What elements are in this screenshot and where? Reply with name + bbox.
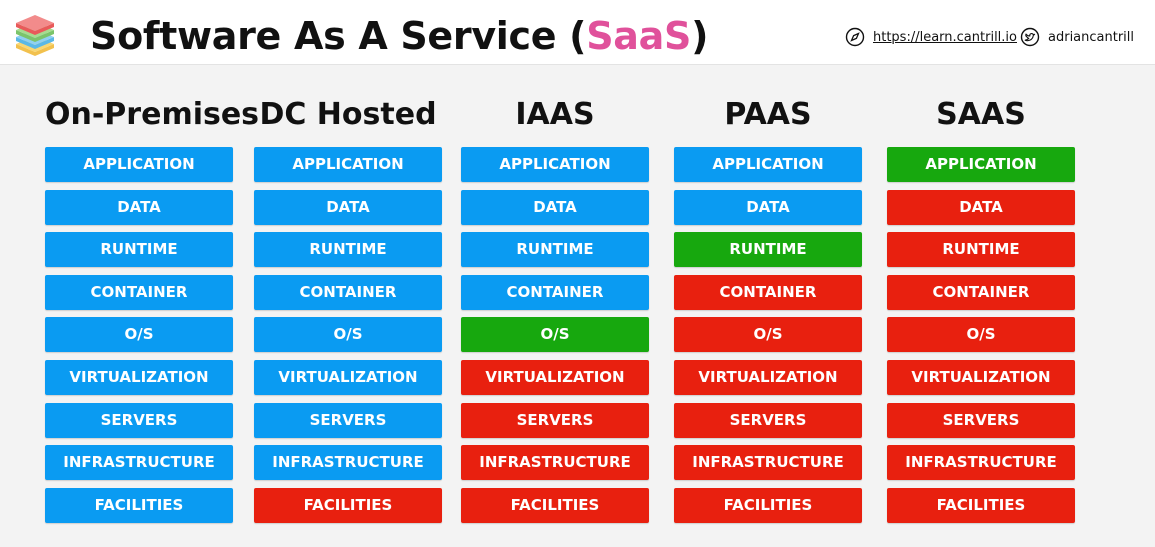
layer-runtime: RUNTIME	[45, 232, 233, 268]
compass-icon	[845, 27, 865, 47]
layer-data: DATA	[254, 189, 442, 225]
layer-virtualization: VIRTUALIZATION	[887, 359, 1075, 395]
layer-infrastructure: INFRASTRUCTURE	[45, 445, 233, 481]
column-heading: PAAS	[724, 97, 812, 132]
title-highlight: SaaS	[586, 14, 692, 58]
layer-container: CONTAINER	[254, 274, 442, 310]
twitter-bird-icon	[1020, 27, 1040, 47]
layer-os: O/S	[887, 317, 1075, 353]
layer-facilities: FACILITIES	[45, 487, 233, 523]
layer-data: DATA	[461, 189, 649, 225]
title-suffix: )	[691, 14, 709, 58]
layer-facilities: FACILITIES	[887, 487, 1075, 523]
layer-servers: SERVERS	[674, 402, 862, 438]
layer-os: O/S	[674, 317, 862, 353]
comparison-panel: On-Premises APPLICATION DATA RUNTIME CON…	[0, 65, 1155, 547]
layer-servers: SERVERS	[461, 402, 649, 438]
layer-os: O/S	[461, 317, 649, 353]
layer-container: CONTAINER	[45, 274, 233, 310]
layer-facilities: FACILITIES	[461, 487, 649, 523]
layer-virtualization: VIRTUALIZATION	[461, 359, 649, 395]
layer-application: APPLICATION	[887, 147, 1075, 182]
layer-application: APPLICATION	[461, 147, 649, 182]
layer-os: O/S	[254, 317, 442, 353]
layer-infrastructure: INFRASTRUCTURE	[461, 445, 649, 481]
layer-runtime: RUNTIME	[461, 232, 649, 268]
layer-infrastructure: INFRASTRUCTURE	[254, 445, 442, 481]
layer-virtualization: VIRTUALIZATION	[674, 359, 862, 395]
layer-os: O/S	[45, 317, 233, 353]
layer-facilities: FACILITIES	[254, 487, 442, 523]
layer-container: CONTAINER	[674, 274, 862, 310]
column-iaas: IAAS APPLICATION DATA RUNTIME CONTAINER …	[461, 95, 649, 530]
layer-application: APPLICATION	[674, 147, 862, 182]
layer-runtime: RUNTIME	[254, 232, 442, 268]
layer-data: DATA	[674, 189, 862, 225]
column-on-premises: On-Premises APPLICATION DATA RUNTIME CON…	[45, 95, 260, 530]
header-bar: Software As A Service (SaaS) https://lea…	[0, 0, 1155, 65]
layer-infrastructure: INFRASTRUCTURE	[887, 445, 1075, 481]
layer-virtualization: VIRTUALIZATION	[45, 359, 233, 395]
layer-runtime: RUNTIME	[674, 232, 862, 268]
column-dc-hosted: DC Hosted APPLICATION DATA RUNTIME CONTA…	[254, 95, 442, 530]
layer-application: APPLICATION	[254, 147, 442, 182]
layer-data: DATA	[887, 189, 1075, 225]
layer-servers: SERVERS	[45, 402, 233, 438]
layer-data: DATA	[45, 189, 233, 225]
column-paas: PAAS APPLICATION DATA RUNTIME CONTAINER …	[674, 95, 862, 530]
twitter-handle[interactable]: adriancantrill	[1048, 29, 1135, 45]
layer-servers: SERVERS	[254, 402, 442, 438]
column-heading: IAAS	[515, 97, 595, 132]
layer-application: APPLICATION	[45, 147, 233, 182]
page-title: Software As A Service (SaaS)	[90, 12, 708, 60]
column-heading: SAAS	[936, 97, 1026, 132]
layer-facilities: FACILITIES	[674, 487, 862, 523]
column-heading: DC Hosted	[259, 97, 437, 132]
layer-runtime: RUNTIME	[887, 232, 1075, 268]
layer-container: CONTAINER	[461, 274, 649, 310]
layer-container: CONTAINER	[887, 274, 1075, 310]
layer-virtualization: VIRTUALIZATION	[254, 359, 442, 395]
layer-servers: SERVERS	[887, 402, 1075, 438]
title-prefix: Software As A Service (	[90, 14, 587, 58]
layered-stack-logo-icon	[16, 15, 54, 56]
column-saas: SAAS APPLICATION DATA RUNTIME CONTAINER …	[887, 95, 1075, 530]
twitter-link[interactable]: adriancantrill	[1020, 26, 1134, 48]
layer-infrastructure: INFRASTRUCTURE	[674, 445, 862, 481]
column-heading: On-Premises	[45, 97, 260, 132]
website-link[interactable]: https://learn.cantrill.io	[845, 26, 1017, 48]
website-link-text[interactable]: https://learn.cantrill.io	[873, 29, 1017, 45]
